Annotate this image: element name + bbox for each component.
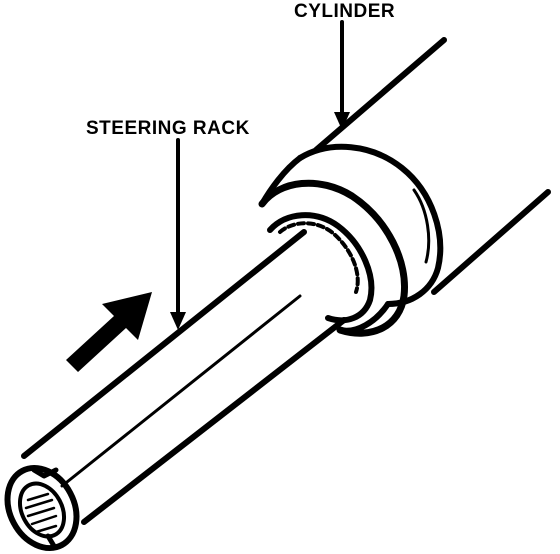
steering-rack-shaft [21, 229, 347, 525]
cylinder-collar [258, 143, 444, 337]
rack-end [4, 464, 80, 552]
cylinder-body [313, 37, 551, 295]
steering-rack-label: STEERING RACK [86, 118, 250, 139]
arrow-up-right-icon [66, 292, 152, 372]
cylinder-leader-arrowhead [334, 112, 350, 130]
steering-rack-leader-arrowhead [170, 312, 186, 330]
leader-lines [176, 20, 344, 320]
leader-arrowheads [170, 112, 350, 330]
cylinder-label: CYLINDER [294, 1, 395, 22]
